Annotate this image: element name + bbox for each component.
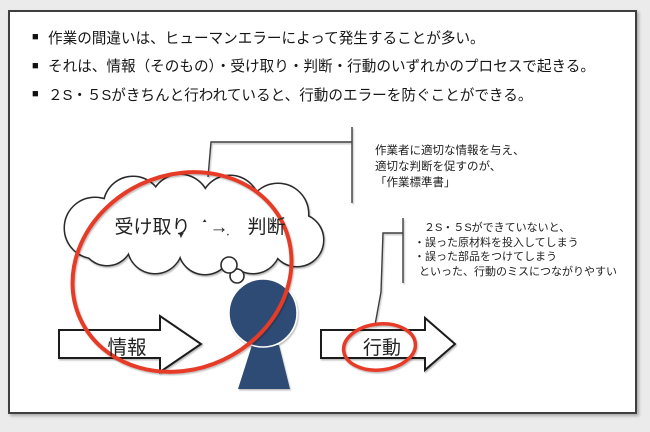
bullet-text: 作業の間違いは、ヒューマンエラーによって発生することが多い。 (48, 30, 485, 47)
annotation-work-standard: 作業者に適切な情報を与え、 適切な判断を促すのが、 「作業標準書」 (375, 143, 525, 191)
annotation-line: といった、行動のミスにつながりやすい (419, 265, 617, 278)
bullet-text: ２S・５Sがきちんと行われていると、行動のエラーを防ぐことができる。 (48, 87, 533, 104)
bullet-list: ■ 作業の間違いは、ヒューマンエラーによって発生することが多い。 ■ それは、情… (32, 23, 622, 109)
square-bullet-icon: ■ (32, 59, 39, 72)
bullet-text: それは、情報（そのもの）・受け取り・判断・行動のいずれかのプロセスで起きる。 (48, 59, 595, 76)
bullet-item: ■ それは、情報（そのもの）・受け取り・判断・行動のいずれかのプロセスで起きる。 (32, 52, 622, 81)
bullet-item: ■ 作業の間違いは、ヒューマンエラーによって発生することが多い。 (32, 23, 622, 52)
annotation-line: 「作業標準書」 (375, 177, 456, 189)
info-arrow-label: 情報 (107, 337, 147, 359)
annotation-line: ２S・５Sができていないと、 (424, 222, 571, 234)
action-arrow-label: 行動 (362, 338, 401, 359)
annotation-line: ・誤った原材料を投入してしまう (414, 236, 579, 249)
square-bullet-icon: ■ (32, 31, 39, 44)
annotation-line: ・誤った部品をつけてしまう (414, 251, 557, 264)
square-bullet-icon: ■ (32, 88, 39, 101)
cloud-process-label: 受け取り → 判断 (114, 217, 286, 238)
bullet-item: ■ ２S・５Sがきちんと行われていると、行動のエラーを防ぐことができる。 (32, 80, 622, 109)
annotation-line: 適切な判断を促すのが、 (375, 161, 502, 173)
annotation-line: 作業者に適切な情報を与え、 (375, 145, 525, 157)
annotation-2s5s: ２S・５Sができていないと、 ・誤った原材料を投入してしまう ・誤った部品をつけ… (414, 221, 617, 279)
